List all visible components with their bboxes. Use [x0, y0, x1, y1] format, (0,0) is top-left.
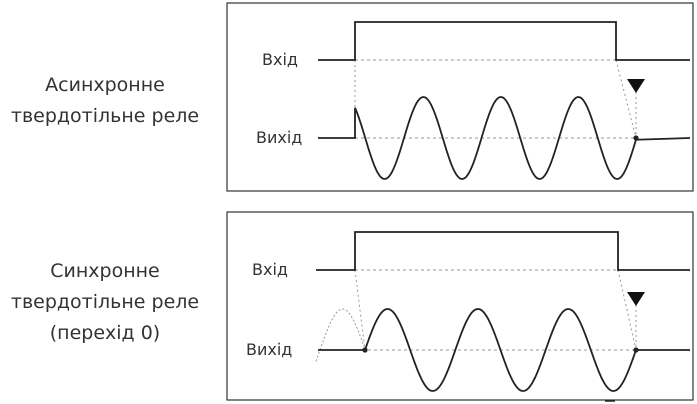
- async-output-label: Вихід: [256, 128, 302, 147]
- sync-zero-cross-start: [362, 347, 368, 353]
- sync-zero-cross-end: [633, 347, 639, 353]
- async-input-label: Вхід: [262, 50, 298, 69]
- async-off-marker: [615, 59, 637, 139]
- async-panel: Вхід Вихід: [226, 2, 694, 192]
- sync-zero-cross-arrow: [627, 292, 645, 306]
- sync-title-line-3: (перехід 0): [49, 322, 161, 344]
- sync-off-marker: [617, 269, 637, 351]
- async-input-waveform: [318, 21, 690, 61]
- sync-title-line-2: твердотільне реле: [10, 291, 200, 313]
- sync-ghost-waveform: [315, 308, 365, 362]
- async-output-waveform: [318, 96, 691, 180]
- async-relay-title: Асинхронне твердотільне реле: [0, 70, 210, 132]
- sync-input-waveform: [316, 231, 690, 271]
- async-panel-frame: [226, 2, 694, 192]
- async-title-line-1: Асинхронне: [45, 74, 165, 96]
- sync-title-line-1: Синхронне: [50, 260, 160, 282]
- sync-relay-title: Синхронне твердотільне реле (перехід 0): [0, 256, 210, 349]
- sync-on-marker: [354, 269, 366, 351]
- sync-panel-frame: [226, 211, 694, 401]
- sync-output-label: Вихід: [246, 340, 292, 359]
- async-zero-cross-point: [633, 135, 639, 141]
- sync-input-label: Вхід: [252, 260, 288, 279]
- async-title-line-2: твердотільне реле: [10, 105, 200, 127]
- sync-panel: Вхід Вихід: [226, 211, 694, 402]
- async-zero-cross-arrow: [627, 79, 645, 93]
- sync-output-waveform: [318, 308, 690, 392]
